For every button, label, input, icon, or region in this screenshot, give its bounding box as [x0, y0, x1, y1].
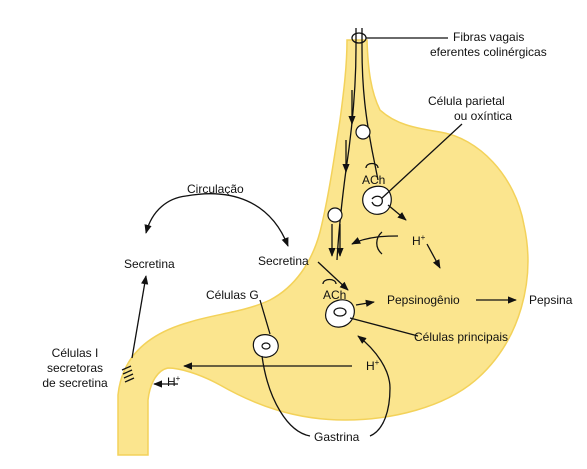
stomach-shape	[117, 39, 529, 456]
arrows	[131, 123, 517, 437]
ach-lower-label: ACh	[323, 288, 346, 302]
i-cells-label-line1: Células I	[52, 346, 99, 360]
h-plus-upper-label: H+	[412, 233, 426, 248]
pepsinogen-label: Pepsinogênio	[387, 293, 460, 307]
nerve-terminal-middle-icon	[376, 231, 383, 255]
i-cells-hatch	[121, 365, 135, 383]
g-cells-label: Células G	[206, 288, 259, 302]
ganglion-lower	[327, 207, 343, 223]
i-cells-label-line3: de secretina	[42, 376, 108, 390]
h-plus-left-label: H+	[167, 374, 181, 389]
gastrin-label: Gastrina	[314, 430, 360, 444]
circulation-label: Circulação	[187, 182, 244, 196]
i-cells-label-line2: secretoras	[47, 361, 103, 375]
chief-cells-label: Células principais	[414, 330, 508, 344]
ach-upper-label: ACh	[362, 173, 385, 187]
parietal-cell-icon	[362, 185, 392, 215]
parietal-cell-label-line2: ou oxíntica	[454, 109, 512, 123]
nerve-terminal-lower-icon	[322, 278, 337, 285]
secretin-left-label: Secretina	[124, 257, 175, 271]
pepsin-label: Pepsina	[529, 293, 573, 307]
secretin-right-label: Secretina	[258, 254, 309, 268]
chief-cell-icon	[325, 299, 355, 328]
g-cell-icon	[252, 334, 279, 358]
vagal-fibers-label-line1: Fibras vagais	[453, 30, 524, 44]
nerve-terminal-upper-icon	[365, 162, 379, 169]
ganglion-upper	[355, 124, 371, 140]
parietal-cell-label-line1: Célula parietal	[428, 94, 505, 108]
vagal-nerve-fibers	[328, 28, 448, 261]
h-plus-middle-label: H+	[366, 358, 380, 373]
vagal-fibers-label-line2: eferentes colinérgicas	[430, 45, 547, 59]
